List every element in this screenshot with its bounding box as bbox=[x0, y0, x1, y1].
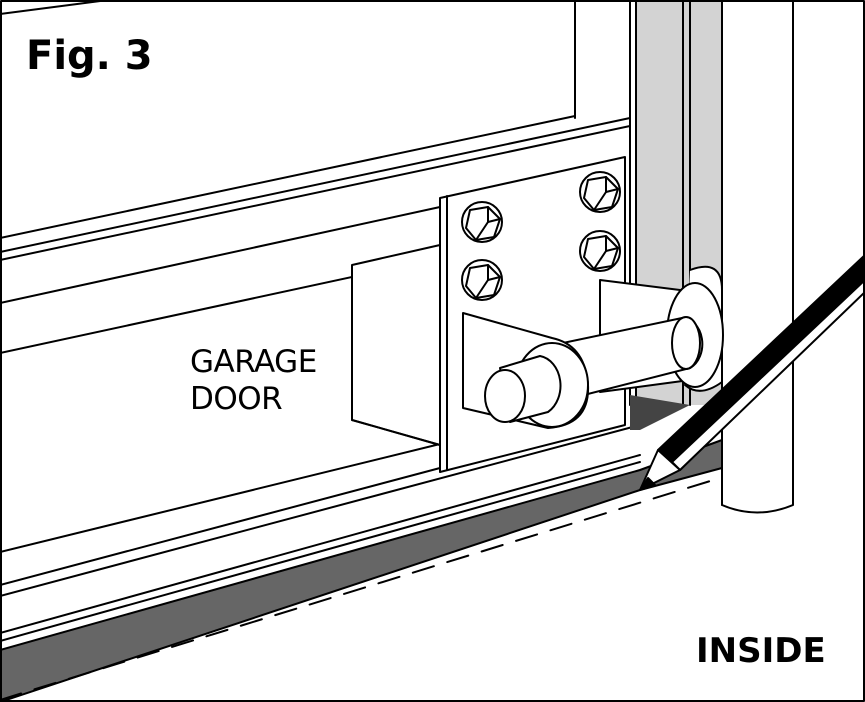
pencil-icon bbox=[639, 254, 865, 491]
inside-label: INSIDE bbox=[696, 631, 826, 671]
garage-door-label-line2: DOOR bbox=[190, 381, 283, 417]
garage-door-label: GARAGE DOOR bbox=[190, 344, 317, 418]
vertical-post bbox=[721, 0, 794, 514]
hex-bolt-icon bbox=[579, 230, 621, 272]
figure-title: Fig. 3 bbox=[26, 33, 153, 79]
hex-bolt-icon bbox=[461, 259, 503, 301]
door-bottom-edge bbox=[0, 424, 641, 642]
hex-bolt-icon bbox=[461, 201, 503, 243]
floor-strip bbox=[0, 395, 723, 702]
garage-door-label-line1: GARAGE bbox=[190, 344, 317, 380]
hex-bolt-icon bbox=[579, 171, 621, 213]
lock-body bbox=[351, 244, 441, 446]
lock-bar-knob bbox=[484, 355, 562, 423]
